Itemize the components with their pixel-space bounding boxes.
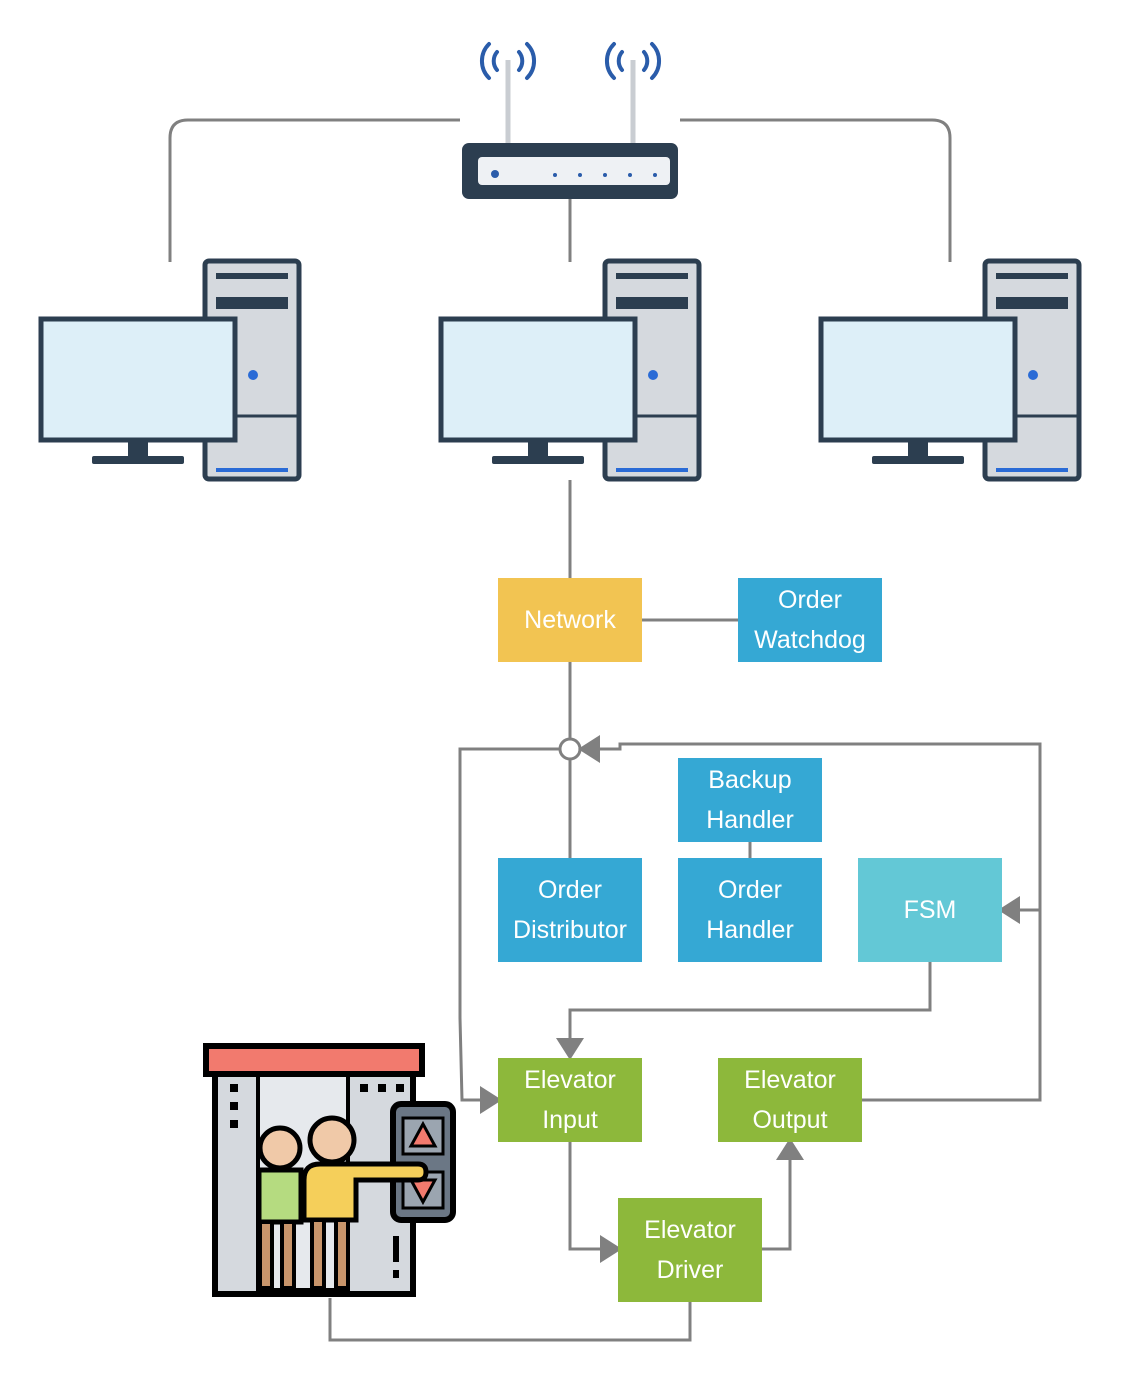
connectors (328, 480, 1042, 1342)
order-watchdog-node: Order Watchdog (738, 578, 882, 662)
order-distributor-node: Order Distributor (498, 858, 642, 962)
edge-driver-output (760, 1160, 792, 1251)
order-handler-label: Order Handler (706, 876, 794, 944)
edge-fsm-elevator-input (568, 960, 932, 1040)
backup-handler-label: Backup Handler (706, 766, 794, 834)
elevator-input-label: Elevator Input (524, 1066, 616, 1134)
desktop-computer-icon-left (38, 258, 302, 482)
computers (38, 258, 1082, 482)
network-cables (168, 118, 952, 262)
wifi-router-icon (462, 42, 678, 199)
desktop-computer-icon-right (818, 258, 1082, 482)
bus-junction (558, 737, 582, 761)
arrowheads (480, 735, 1020, 1263)
elevator-driver-label: Elevator Driver (644, 1216, 736, 1284)
edge-input-driver (568, 1140, 600, 1251)
cable-router-left (168, 118, 460, 262)
wifi-signal-icon (479, 42, 662, 80)
network-label: Network (524, 606, 616, 634)
elevator-driver-node: Elevator Driver (618, 1198, 762, 1302)
backup-handler-node: Backup Handler (678, 758, 822, 842)
edge-output-bus (600, 742, 1042, 1102)
up-arrow-icon (408, 1120, 438, 1148)
order-distributor-label: Order Distributor (513, 876, 627, 944)
arrow-into-junction (578, 735, 600, 763)
order-watchdog-label: Order Watchdog (754, 586, 866, 654)
edge-junction-elevator-input (458, 747, 559, 1102)
fsm-node: FSM (858, 858, 1002, 962)
arrow-into-elevator-input-left (480, 1086, 502, 1114)
network-node: Network (498, 578, 642, 662)
desktop-computer-icon-center (438, 258, 702, 482)
arrow-into-elevator-output (776, 1138, 804, 1160)
cable-router-right (680, 118, 952, 262)
arrow-into-elevator-input-top (556, 1038, 584, 1060)
elevator-input-node: Elevator Input (498, 1058, 642, 1142)
arrow-into-fsm (998, 896, 1020, 924)
fsm-label: FSM (903, 896, 957, 924)
edge-driver-elevator (328, 1298, 692, 1342)
elevator-output-label: Elevator Output (744, 1066, 836, 1134)
elevator-with-people-icon (203, 1043, 456, 1297)
elevator-output-node: Elevator Output (718, 1058, 862, 1142)
order-handler-node: Order Handler (678, 858, 822, 962)
arrow-into-elevator-driver (600, 1235, 622, 1263)
